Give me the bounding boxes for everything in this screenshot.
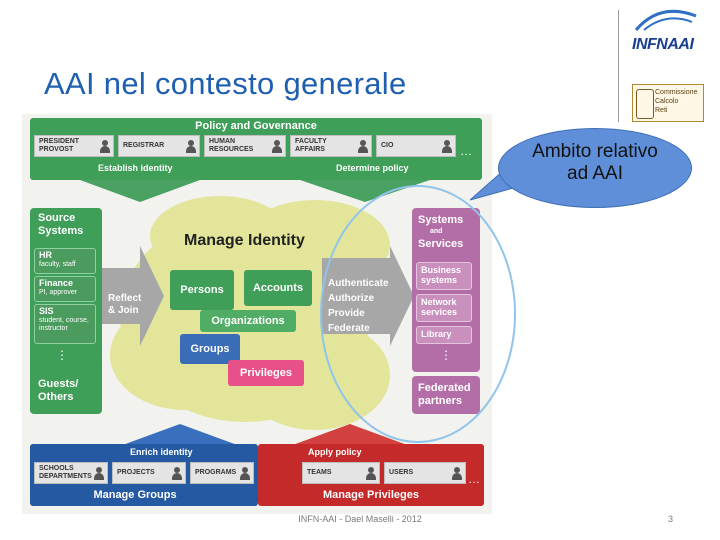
aai-scope-ring <box>320 185 516 443</box>
ccr-logo: Commissione Calcolo Reti <box>632 84 704 122</box>
callout-bubble: Ambito relativo ad AAI <box>498 128 692 208</box>
aai-text: AAI <box>667 36 694 53</box>
persons-box: Persons <box>170 270 234 310</box>
infn-aai-logo: INFNAAI <box>632 9 697 54</box>
accounts-box: Accounts <box>244 270 312 306</box>
groups-box: Groups <box>180 334 240 364</box>
tile-line: Provost <box>39 146 74 153</box>
guests-label: Guests/ <box>38 378 79 390</box>
privileges-box: Privileges <box>228 360 304 386</box>
tile-line: Registrar <box>123 142 165 149</box>
tile-line: President <box>39 138 80 145</box>
callout-line-2: ad AAI <box>567 163 623 184</box>
privileges-ellipsis: … <box>468 472 480 486</box>
ccr-line-2: Calcolo <box>655 98 679 105</box>
tile-president-provost: President Provost <box>34 135 114 157</box>
hr-sub: faculty, staff <box>39 261 76 268</box>
tile-line: Users <box>389 469 414 476</box>
tile-faculty-affairs: Faculty Affairs <box>290 135 372 157</box>
finance-title: Finance <box>39 278 74 288</box>
source-label: Source <box>38 212 76 224</box>
establish-identity-label: Establish identity <box>98 163 173 173</box>
person-icon <box>442 140 452 153</box>
slide-title: AAI nel contesto generale <box>44 66 407 101</box>
sis-box: SIS student, course, instructor <box>34 304 96 344</box>
person-icon <box>452 467 462 480</box>
tile-line: Departments <box>39 473 92 480</box>
manage-identity-label: Manage Identity <box>184 232 305 249</box>
up-arrow-red-icon <box>290 424 410 446</box>
person-icon <box>186 140 196 153</box>
determine-policy-label: Determine policy <box>336 163 409 173</box>
tile-users: Users <box>384 462 466 484</box>
person-icon <box>94 467 104 480</box>
tile-line: CIO <box>381 142 394 149</box>
person-icon <box>272 140 282 153</box>
tile-projects: Projects <box>112 462 186 484</box>
tile-line: Programs <box>195 469 237 476</box>
sis-title: SIS <box>39 306 54 316</box>
finance-sub: PI, approver <box>39 289 78 296</box>
person-icon <box>100 140 110 153</box>
ccr-mark-icon <box>636 89 654 119</box>
tile-line: Faculty <box>295 138 327 145</box>
person-icon <box>366 467 376 480</box>
infn-text: INFN <box>632 36 668 53</box>
guests-others-label: Guests/ Others <box>38 378 78 404</box>
tile-programs: Programs <box>190 462 254 484</box>
manage-privileges-title: Manage Privileges <box>323 489 419 501</box>
page-number: 3 <box>668 514 674 524</box>
hr-box: HR faculty, staff <box>34 248 96 274</box>
tile-line: Teams <box>307 469 332 476</box>
systems-label: Systems <box>38 225 84 237</box>
source-ellipsis: ⋮ <box>56 348 68 362</box>
tile-human-resources: Human Resources <box>204 135 286 157</box>
source-systems-column: Source Systems HR faculty, staff Finance… <box>30 208 102 414</box>
tile-line: Human <box>209 138 236 145</box>
enrich-identity-label: Enrich identity <box>130 447 193 457</box>
others-label: Others <box>38 391 74 403</box>
policy-bar-title: Policy and Governance <box>195 120 317 132</box>
finance-box: Finance PI, approver <box>34 276 96 302</box>
reflect-join-arrow-icon <box>100 246 164 346</box>
tile-line: Projects <box>117 469 155 476</box>
header-divider <box>618 10 619 122</box>
tile-schools-departments: Schools Departments <box>34 462 108 484</box>
slide-footer: INFN-AAI - Dael Maselli - 2012 <box>298 514 422 524</box>
person-icon <box>240 467 250 480</box>
tile-registrar: Registrar <box>118 135 200 157</box>
tile-teams: Teams <box>302 462 380 484</box>
down-arrow-left-icon <box>80 180 200 202</box>
person-icon <box>172 467 182 480</box>
reflect-label: Reflect <box>108 293 142 304</box>
manage-privileges-bar: Apply policy Teams Users … Manage Privil… <box>258 444 484 506</box>
ccr-line-3: Reti <box>655 107 668 114</box>
apply-policy-label: Apply policy <box>308 447 362 457</box>
person-icon <box>358 140 368 153</box>
tile-line: Resources <box>209 146 254 153</box>
manage-groups-bar: Enrich identity Schools Departments Proj… <box>30 444 258 506</box>
up-arrow-blue-icon <box>120 424 240 446</box>
join-label: & Join <box>108 305 139 316</box>
sis-sub: student, course, instructor <box>39 317 89 332</box>
organizations-box: Organizations <box>200 310 296 332</box>
tile-cio: CIO <box>376 135 456 157</box>
policy-governance-bar: Policy and Governance President Provost … <box>30 118 482 180</box>
reflect-join-label: Reflect & Join <box>108 293 141 317</box>
policy-ellipsis: … <box>460 144 472 158</box>
tile-line: Schools <box>39 465 74 472</box>
logo-swoosh-icon <box>634 9 697 31</box>
callout-line-1: Ambito relativo <box>532 141 658 162</box>
manage-groups-title: Manage Groups <box>93 489 177 501</box>
hr-title: HR <box>39 250 52 260</box>
source-systems-title: Source Systems <box>38 212 83 238</box>
down-arrow-right-icon <box>300 180 430 202</box>
tile-line: Affairs <box>295 146 325 153</box>
ccr-line-1: Commissione <box>655 89 698 96</box>
